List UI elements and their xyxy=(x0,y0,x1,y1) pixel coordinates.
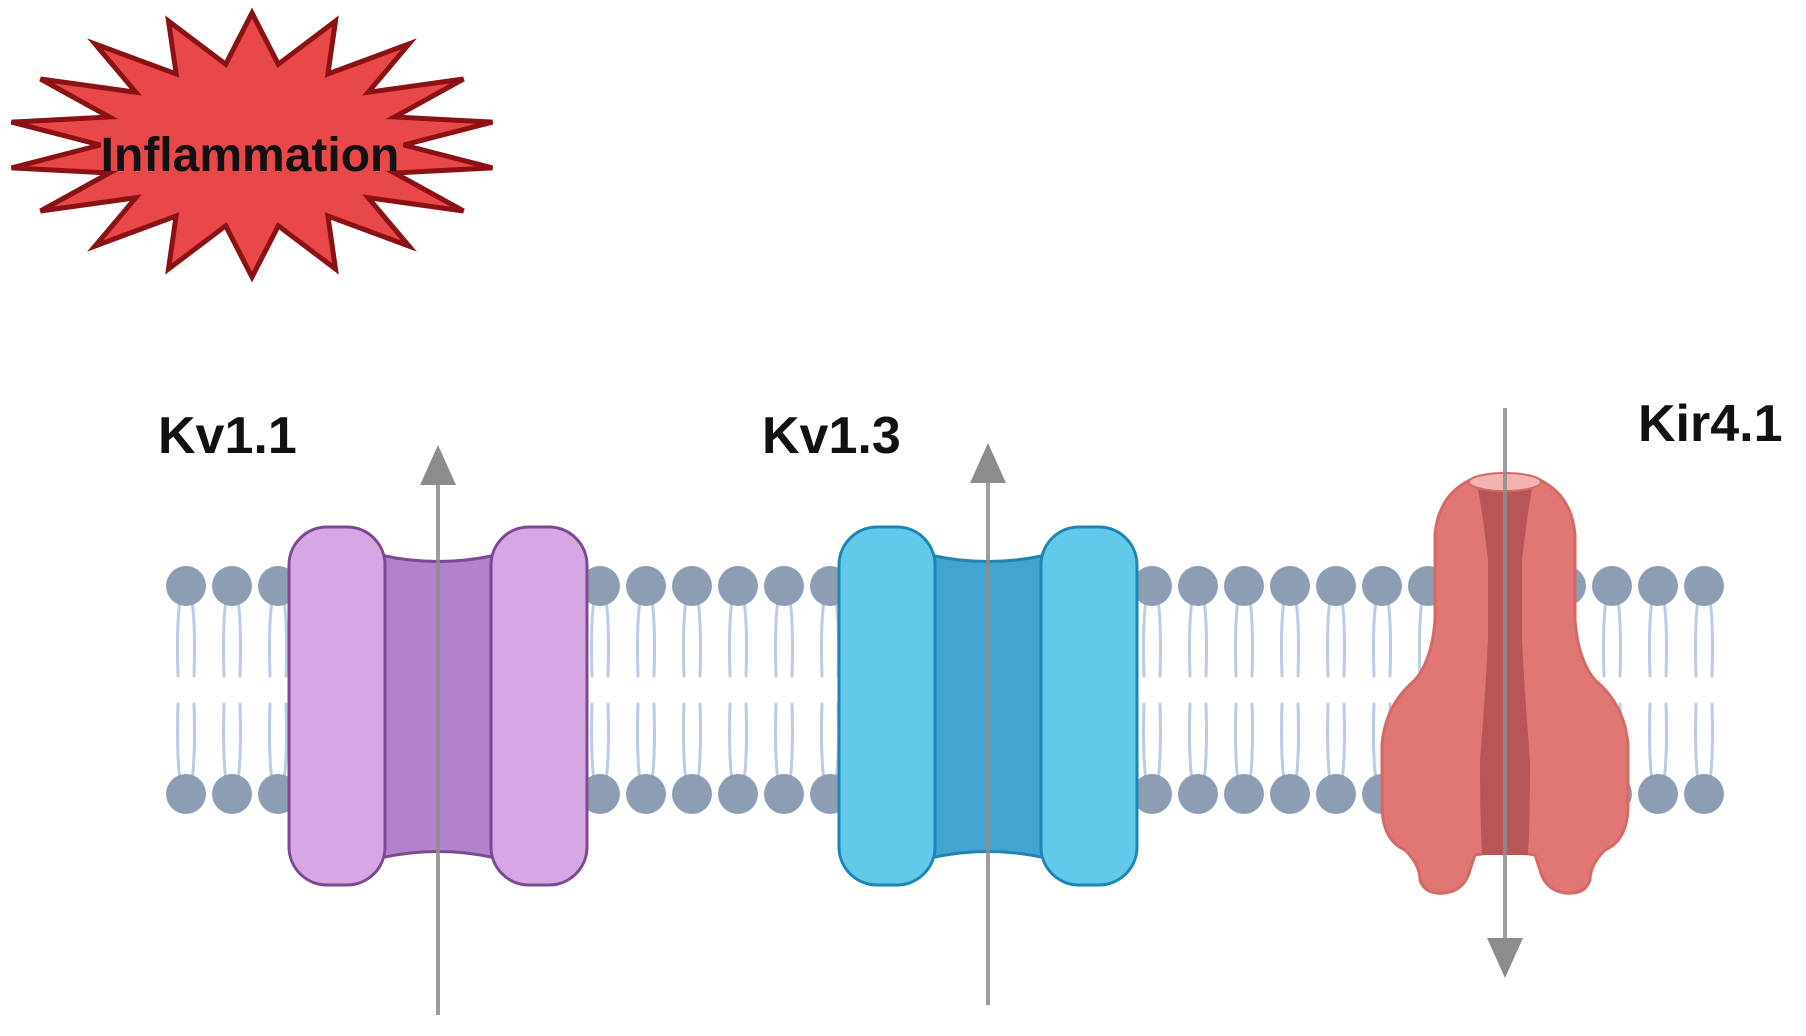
lipid-pair xyxy=(1178,566,1218,814)
kv1-3-right-subunit xyxy=(1039,525,1139,887)
kv1-1-right-subunit xyxy=(489,525,589,887)
lipid-pair xyxy=(212,566,252,814)
lipid-pair xyxy=(626,566,666,814)
channel-kv1-3 xyxy=(837,455,1139,1005)
kv1-1-label: Kv1.1 xyxy=(158,407,297,465)
kir4-1-arrowhead xyxy=(1487,938,1523,978)
channel-kir4-1 xyxy=(1380,408,1630,970)
inflammation-burst xyxy=(10,7,494,283)
lipid-pair xyxy=(1132,566,1172,814)
lipid-pair xyxy=(1316,566,1356,814)
inflammation-label: Inflammation xyxy=(100,129,400,182)
lipid-pair xyxy=(166,566,206,814)
arrowheads xyxy=(420,443,1523,978)
lipid-pair xyxy=(672,566,712,814)
lipid-pair xyxy=(764,566,804,814)
kv1-3-left-subunit xyxy=(837,525,937,887)
lipid-pair xyxy=(1684,566,1724,814)
lipid-pair xyxy=(1638,566,1678,814)
kv1-1-arrowhead xyxy=(420,445,456,485)
kv1-3-arrowhead xyxy=(970,443,1006,483)
lipid-pair xyxy=(1270,566,1310,814)
kv1-1-left-subunit xyxy=(287,525,387,887)
lipid-pair xyxy=(718,566,758,814)
inflammation-burst-shape xyxy=(10,7,494,283)
lipid-pair xyxy=(580,566,620,814)
channel-kv1-1 xyxy=(287,455,589,1015)
kir4-1-label: Kir4.1 xyxy=(1638,395,1783,453)
kv1-3-label: Kv1.3 xyxy=(762,407,901,465)
lipid-pair xyxy=(1224,566,1264,814)
